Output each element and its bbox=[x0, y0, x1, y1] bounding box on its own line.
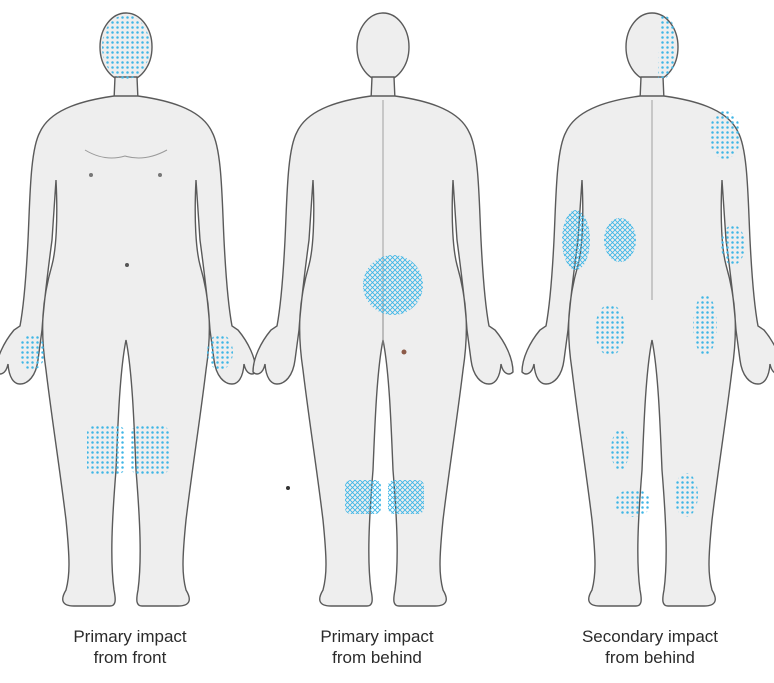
caption-behind-line1: Primary impact bbox=[262, 626, 492, 647]
impact-left-upper-arm-secondary bbox=[562, 210, 590, 270]
caption-front-line2: from front bbox=[15, 647, 245, 668]
impact-left-hand-front bbox=[19, 334, 45, 370]
body-front-silhouette bbox=[0, 13, 256, 606]
impact-left-calf-behind bbox=[345, 480, 381, 514]
caption-primary-front: Primary impact from front bbox=[15, 626, 245, 668]
body-back-silhouette-secondary bbox=[522, 13, 774, 606]
caption-secondary-line1: Secondary impact bbox=[535, 626, 765, 647]
caption-secondary-behind: Secondary impact from behind bbox=[535, 626, 765, 668]
navel bbox=[125, 263, 129, 267]
figure-front bbox=[0, 13, 256, 606]
impact-left-hip-secondary bbox=[604, 218, 636, 262]
impact-head-side-secondary bbox=[658, 14, 676, 78]
caption-secondary-line2: from behind bbox=[535, 647, 765, 668]
impact-right-calf-behind bbox=[388, 480, 424, 514]
impact-left-knee-front bbox=[87, 426, 125, 474]
impact-right-calf-secondary bbox=[674, 473, 698, 517]
impact-right-knee-front bbox=[131, 426, 169, 474]
impact-left-thigh-secondary bbox=[595, 304, 625, 356]
caption-front-line1: Primary impact bbox=[15, 626, 245, 647]
impact-right-forearm-secondary bbox=[721, 225, 745, 265]
left-nipple bbox=[89, 173, 93, 177]
stray-dot bbox=[286, 486, 290, 490]
skin-mark bbox=[402, 350, 407, 355]
figure-secondary bbox=[522, 13, 774, 606]
impact-left-shin-secondary bbox=[611, 430, 629, 470]
impact-buttocks-behind bbox=[363, 255, 423, 315]
figure-behind bbox=[253, 13, 513, 606]
impact-shoulder-secondary bbox=[709, 111, 741, 159]
impact-right-hand-front bbox=[207, 334, 233, 370]
impact-right-thigh-secondary bbox=[693, 295, 717, 355]
caption-primary-behind: Primary impact from behind bbox=[262, 626, 492, 668]
caption-behind-line2: from behind bbox=[262, 647, 492, 668]
impact-left-calf-secondary bbox=[615, 489, 651, 517]
right-nipple bbox=[158, 173, 162, 177]
impact-head-front bbox=[102, 15, 150, 79]
